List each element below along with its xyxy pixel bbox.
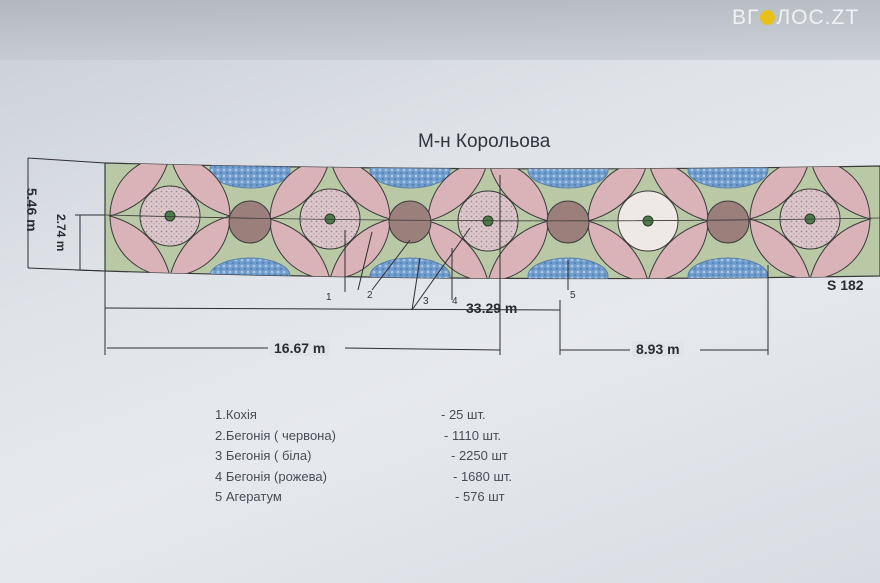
dimension-line [371, 239, 411, 291]
legend-name: 2.Бегонія ( червона) [215, 427, 336, 443]
legend-name: 5 Агератум [215, 489, 282, 504]
dimension-line [411, 227, 471, 311]
legend-qty: - 2250 шт [451, 448, 508, 463]
legend-qty: - 25 шт. [441, 407, 486, 422]
legend-row: 2.Бегонія ( червона) - 1110 шт. [215, 426, 545, 447]
center-axis-line [105, 214, 880, 222]
legend-qty: - 1110 шт. [444, 427, 502, 443]
kochia-plant [164, 210, 176, 222]
legend-row: 1.Кохія - 25 шт. [215, 405, 545, 426]
dark-begonia-circle [228, 200, 272, 244]
dimension-line [27, 157, 106, 164]
legend-name: 3 Бегонія ( біла) [215, 448, 312, 463]
watermark-text: ВГ [732, 6, 760, 29]
callout-2: 2 [367, 290, 373, 301]
dimension-line [357, 231, 373, 291]
dimension-line [411, 257, 421, 311]
callout-3: 3 [423, 296, 429, 307]
callout-4: 4 [452, 296, 458, 307]
dimension-total-length: 33.29 m [466, 300, 518, 316]
ageratum-bed-top [209, 163, 291, 189]
dimension-line [344, 347, 501, 351]
watermark-logo: ВГ ЛОС.ZT [732, 6, 859, 30]
ageratum-bed-top [369, 163, 451, 189]
dark-begonia-circle [388, 200, 432, 244]
ageratum-bed-bottom [369, 257, 451, 279]
legend-name: 1.Кохія [215, 407, 257, 422]
dimension-segment-length: 8.93 m [632, 341, 684, 357]
ageratum-bed-bottom [687, 257, 769, 279]
callout-5: 5 [570, 290, 576, 301]
ageratum-bed-top [527, 163, 609, 189]
area-label: S 182 [827, 277, 864, 293]
dark-begonia-circle [706, 200, 750, 244]
watermark-text: ЛОС.ZT [776, 6, 860, 29]
dimension-inner-width: 2.74 m [54, 214, 68, 252]
legend-name: 4 Бегонія (рожева) [215, 468, 327, 484]
speaker-icon [760, 10, 776, 25]
dimension-line [104, 307, 561, 311]
photo-top-shadow [0, 0, 880, 60]
plant-legend: 1.Кохія - 25 шт. 2.Бегонія ( червона) - 11… [215, 405, 545, 508]
legend-qty: - 1680 шт. [453, 468, 513, 484]
legend-row: 5 Агератум - 576 шт [215, 487, 545, 508]
callout-1: 1 [326, 292, 332, 303]
dark-begonia-circle [546, 200, 590, 244]
dimension-half-length: 16.67 m [270, 340, 330, 356]
plan-title: М-н Корольова [418, 131, 551, 152]
dimension-line [74, 269, 106, 272]
dimension-total-width: 5.46 m [24, 188, 40, 232]
legend-qty: - 576 шт [455, 489, 505, 504]
ageratum-bed-top [687, 163, 769, 189]
legend-row: 3 Бегонія ( біла) - 2250 шт [215, 446, 545, 467]
legend-row: 4 Бегонія (рожева) - 1680 шт. [215, 467, 545, 488]
